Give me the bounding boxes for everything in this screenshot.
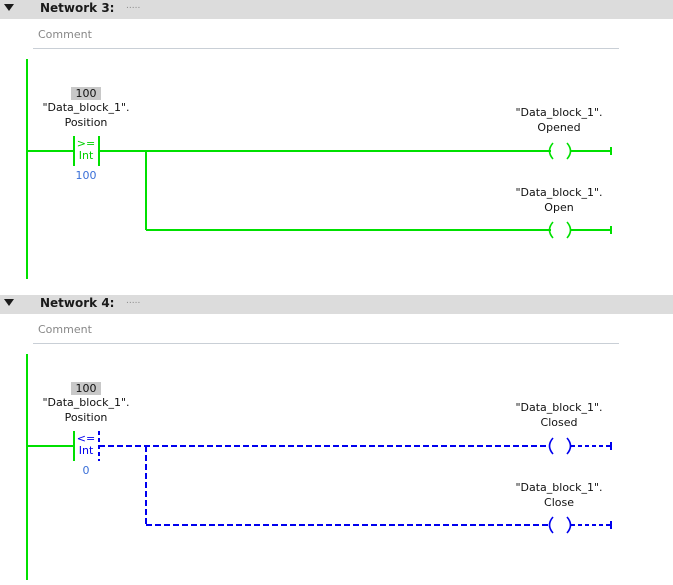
network-3-ladder: 100 "Data_block_1". Position >= Int 100 …	[26, 59, 612, 279]
coil-1-tag-line1: "Data_block_1".	[515, 401, 602, 414]
compare-type[interactable]: Int	[79, 444, 94, 457]
coil-1-left-paren[interactable]	[548, 142, 554, 160]
network-3-header[interactable]: Network 3: .....	[0, 0, 673, 19]
coil-1-tag-line1: "Data_block_1".	[515, 106, 602, 119]
compare-tag-line1: "Data_block_1".	[42, 396, 129, 409]
network-title-placeholder[interactable]: .....	[126, 1, 141, 11]
coil-2-tag-line1: "Data_block_1".	[515, 481, 602, 494]
compare-type[interactable]: Int	[79, 149, 94, 162]
coil-2-left-paren[interactable]	[548, 516, 554, 534]
coil-1-tag-line2: Opened	[537, 121, 580, 134]
network-comment-field[interactable]: Comment	[33, 24, 619, 49]
coil-1-left-paren[interactable]	[548, 437, 554, 455]
comment-placeholder: Comment	[38, 28, 92, 41]
compare-operator[interactable]: <=	[77, 432, 95, 445]
network-comment-field[interactable]: Comment	[33, 319, 619, 344]
coil-2-left-paren[interactable]	[548, 221, 554, 239]
compare-top-value: 100	[76, 382, 97, 395]
compare-operand2[interactable]: 0	[83, 464, 90, 477]
compare-top-value-box	[71, 87, 101, 100]
network-4-header[interactable]: Network 4: .....	[0, 295, 673, 314]
coil-2-tag-line2: Open	[544, 201, 573, 214]
network-title: Network 4:	[40, 296, 115, 310]
coil-2-tag-line1: "Data_block_1".	[515, 186, 602, 199]
coil-2-right-paren[interactable]	[566, 221, 572, 239]
network-title-placeholder[interactable]: .....	[126, 296, 141, 306]
compare-tag-line2: Position	[65, 411, 108, 424]
compare-tag-line2: Position	[65, 116, 108, 129]
compare-operator[interactable]: >=	[77, 137, 95, 150]
coil-1-tag-line2: Closed	[541, 416, 578, 429]
collapse-triangle-icon[interactable]	[4, 4, 14, 11]
coil-2-tag-line2: Close	[544, 496, 574, 509]
compare-top-value-box	[71, 382, 101, 395]
compare-operand2[interactable]: 100	[76, 169, 97, 182]
coil-1-right-paren[interactable]	[566, 142, 572, 160]
compare-tag-line1: "Data_block_1".	[42, 101, 129, 114]
collapse-triangle-icon[interactable]	[4, 299, 14, 306]
comment-placeholder: Comment	[38, 323, 92, 336]
network-4-ladder: 100 "Data_block_1". Position <= Int 0 "D…	[26, 354, 612, 580]
compare-top-value: 100	[76, 87, 97, 100]
coil-2-right-paren[interactable]	[566, 516, 572, 534]
coil-1-right-paren[interactable]	[566, 437, 572, 455]
network-title: Network 3:	[40, 1, 115, 15]
